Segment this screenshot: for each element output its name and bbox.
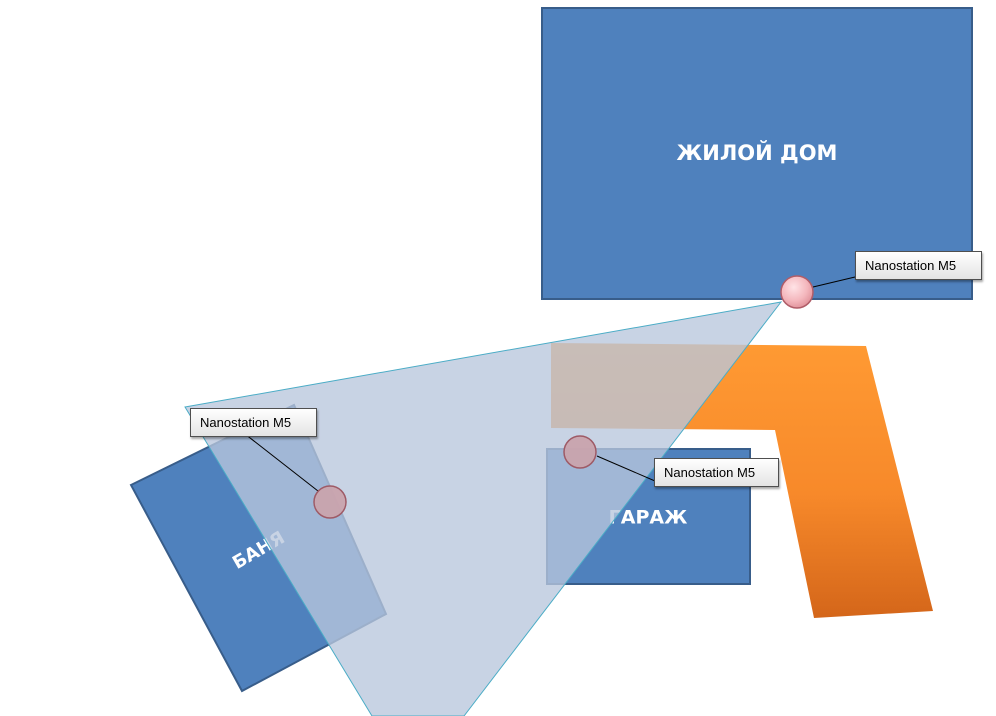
- house-building: [541, 7, 973, 300]
- garage-label: ГАРАЖ: [609, 507, 688, 529]
- bathhouse-device-marker: [313, 485, 347, 519]
- bathhouse-device-leader: [244, 433, 319, 492]
- garage-device-callout: Nanostation M5: [654, 458, 779, 487]
- bathhouse-device-callout: Nanostation M5: [190, 408, 317, 437]
- garage-device-leader: [596, 455, 656, 482]
- signal-coverage-area: [184, 301, 783, 716]
- house-device-leader: [812, 276, 856, 288]
- house-device-marker: [780, 275, 814, 309]
- garage-device-marker: [563, 435, 597, 469]
- house-label: ЖИЛОЙ ДОМ: [677, 140, 838, 165]
- house-device-callout: Nanostation M5: [855, 251, 982, 280]
